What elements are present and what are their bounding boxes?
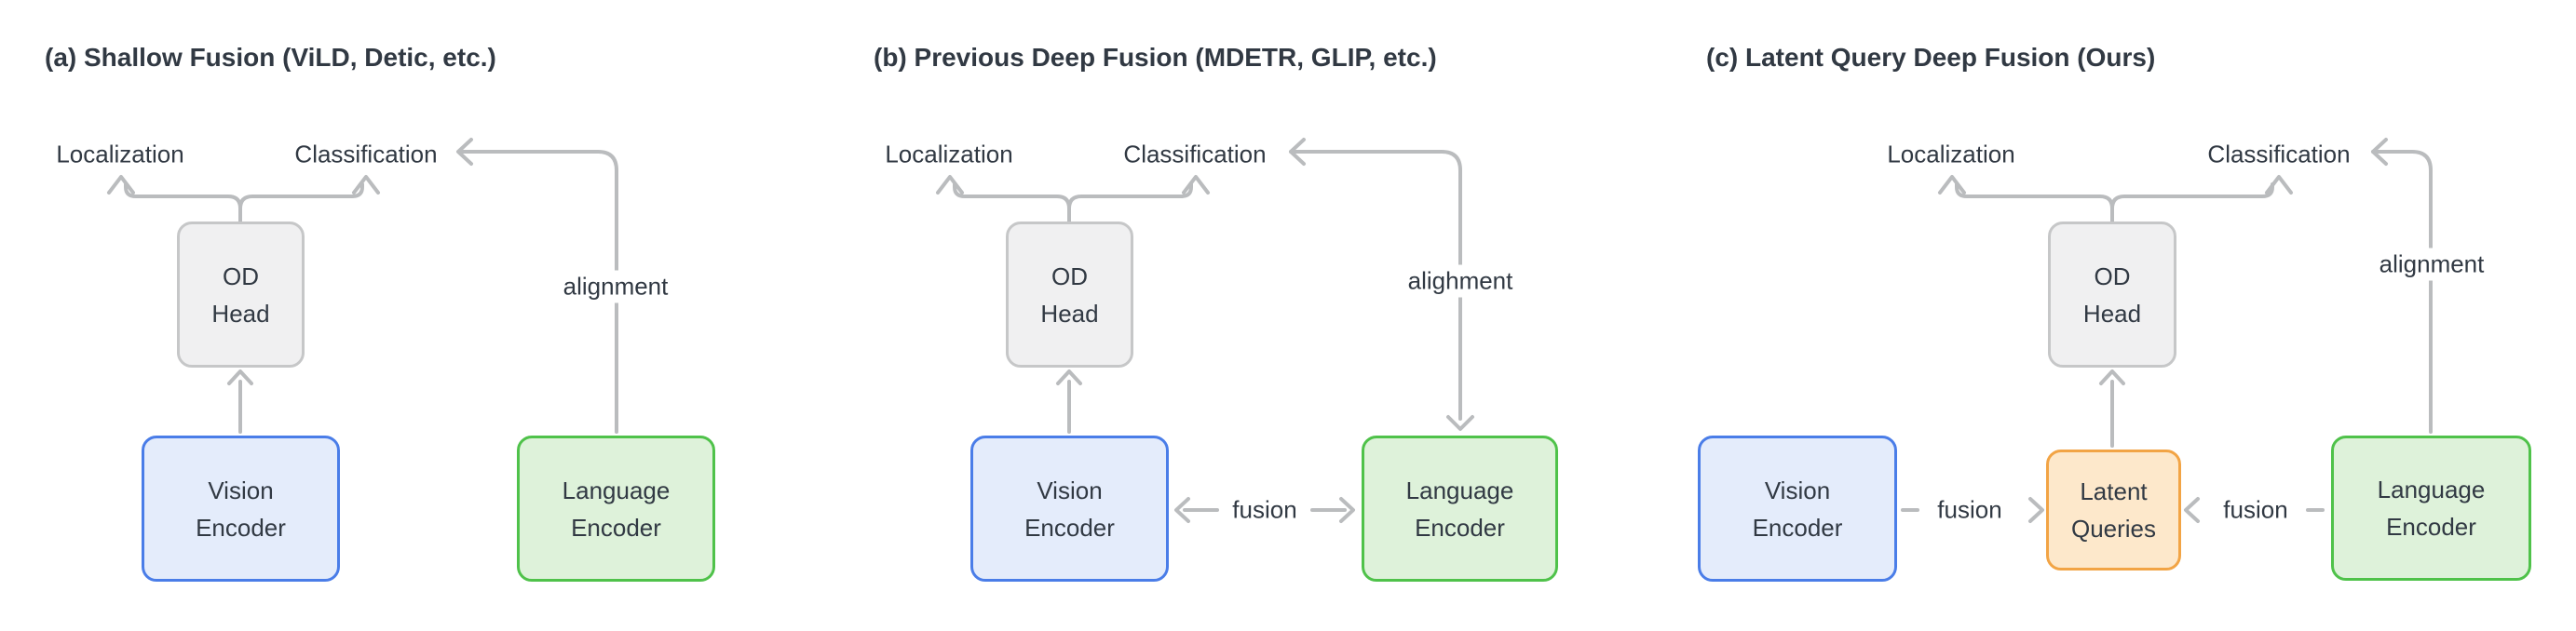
panel-c-fusion-left-arrow	[1901, 497, 2044, 523]
vision-encoder-line2: Encoder	[1752, 513, 1843, 542]
panel-a-language-encoder-box: Language Encoder	[517, 436, 715, 582]
left-arrowhead-icon	[2184, 497, 2200, 523]
vision-encoder-line2: Encoder	[196, 513, 286, 542]
panel-a-alignment-arrow	[456, 138, 618, 434]
language-encoder-line1: Language	[562, 476, 671, 504]
classification-arrowhead-icon	[2265, 175, 2293, 195]
language-encoder-line2: Encoder	[1415, 513, 1505, 542]
panel-b-alignment-label: alighment	[1400, 264, 1521, 298]
localization-arrowhead-icon	[107, 175, 135, 195]
right-arrowhead-icon	[1339, 497, 1355, 523]
panel-c-fusion-left-label: fusion	[1937, 495, 2002, 524]
panel-a-localization-label: Localization	[56, 140, 184, 168]
localization-arrowhead-icon	[936, 175, 964, 195]
panel-b-title: (b) Previous Deep Fusion (MDETR, GLIP, e…	[874, 43, 1437, 72]
panel-b-alignment-arrow	[1289, 138, 1474, 431]
panel-c-fusion-right-arrow	[2184, 497, 2325, 523]
od-head-line1: OD	[223, 262, 259, 290]
panel-b-fusion-label: fusion	[1232, 495, 1297, 524]
od-head-line2: Head	[2082, 299, 2142, 328]
classification-arrowhead-icon	[352, 175, 380, 195]
left-arrowhead-icon	[2371, 138, 2388, 166]
vision-encoder-line1: Vision	[1764, 476, 1831, 504]
panel-a-alignment-label: alignment	[555, 270, 676, 303]
latent-queries-line1: Latent	[2080, 477, 2148, 505]
panel-a-title: (a) Shallow Fusion (ViLD, Detic, etc.)	[45, 43, 496, 72]
left-arrowhead-icon	[456, 138, 473, 166]
panel-c-classification-label: Classification	[2207, 140, 2351, 168]
language-encoder-line2: Encoder	[2386, 513, 2476, 541]
od-head-line1: OD	[2094, 262, 2131, 290]
panel-b-localization-label: Localization	[885, 140, 1013, 168]
panel-c-od-head-box: OD Head	[2048, 222, 2176, 368]
panel-b-vision-encoder-box: Vision Encoder	[970, 436, 1169, 582]
panel-b-classification-label: Classification	[1123, 140, 1267, 168]
panel-b-vision-to-od-arrow	[1056, 369, 1082, 434]
latent-queries-line2: Queries	[2070, 515, 2157, 543]
panel-c-localization-label: Localization	[1887, 140, 2015, 168]
panel-c-alignment-arrow	[2371, 138, 2433, 434]
vision-encoder-line2: Encoder	[1024, 513, 1115, 542]
up-arrowhead-icon	[1056, 369, 1082, 385]
left-arrowhead-icon	[1174, 497, 1190, 523]
panel-b-od-split-arrow	[936, 175, 1210, 225]
panel-a-od-head-box: OD Head	[177, 222, 305, 368]
panel-a-vision-encoder-box: Vision Encoder	[142, 436, 340, 582]
panel-b-od-head-box: OD Head	[1006, 222, 1133, 368]
panel-a-od-split-arrow	[107, 175, 380, 225]
right-arrowhead-icon	[2028, 497, 2044, 523]
up-arrowhead-icon	[2099, 369, 2125, 385]
od-head-line2: Head	[211, 299, 270, 328]
down-arrowhead-icon	[1446, 415, 1474, 431]
vision-encoder-line1: Vision	[1037, 476, 1103, 504]
panel-c-fusion-right-label: fusion	[2223, 495, 2288, 524]
panel-c-alignment-label: alignment	[2371, 248, 2492, 281]
panel-c-od-split-arrow	[1938, 175, 2293, 225]
panel-a-vision-to-od-arrow	[227, 369, 253, 434]
localization-arrowhead-icon	[1938, 175, 1966, 195]
language-encoder-line2: Encoder	[571, 513, 661, 542]
panel-c-latent-to-od-arrow	[2099, 369, 2125, 448]
panel-c-latent-queries-box: Latent Queries	[2046, 450, 2181, 571]
od-head-line2: Head	[1040, 299, 1099, 328]
panel-c-language-encoder-box: Language Encoder	[2331, 436, 2531, 581]
language-encoder-line1: Language	[1405, 476, 1514, 504]
panel-c-vision-encoder-box: Vision Encoder	[1698, 436, 1897, 582]
language-encoder-line1: Language	[2377, 476, 2486, 503]
vision-encoder-line1: Vision	[208, 476, 274, 504]
left-arrowhead-icon	[1289, 138, 1306, 166]
od-head-line1: OD	[1051, 262, 1088, 290]
panel-b-fusion-arrows	[1174, 497, 1355, 523]
up-arrowhead-icon	[227, 369, 253, 385]
panel-a-classification-label: Classification	[294, 140, 438, 168]
classification-arrowhead-icon	[1182, 175, 1210, 195]
panel-c-title: (c) Latent Query Deep Fusion (Ours)	[1706, 43, 2156, 72]
panel-b-language-encoder-box: Language Encoder	[1362, 436, 1558, 582]
